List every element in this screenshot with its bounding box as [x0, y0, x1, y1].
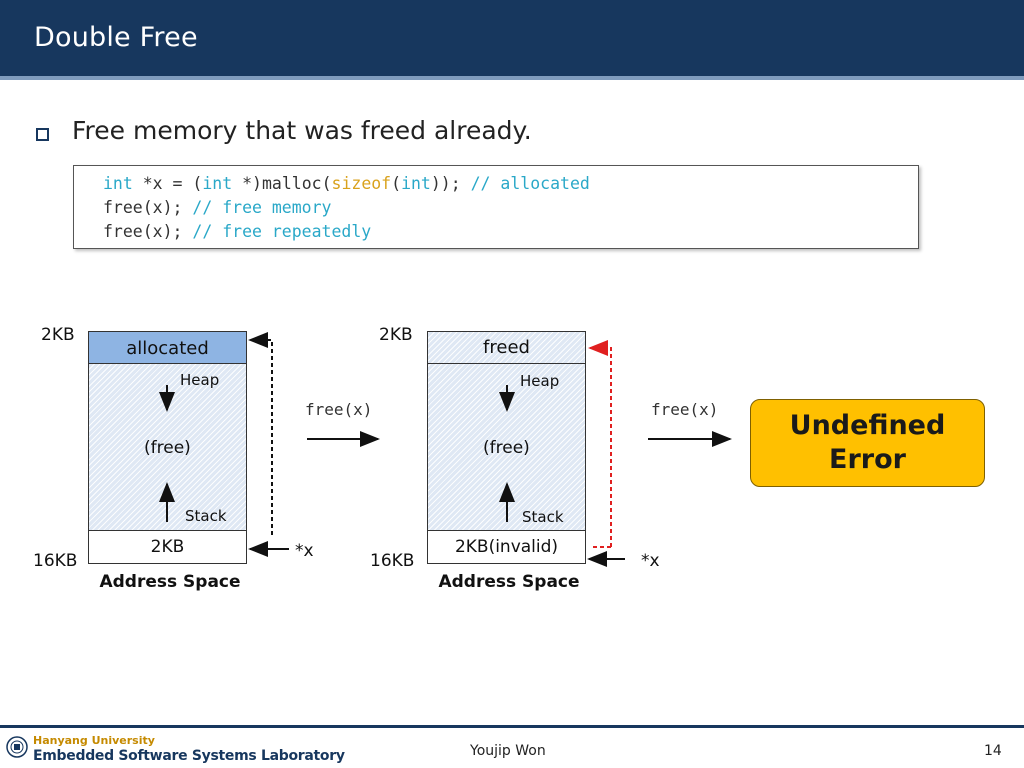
free-call-label-1: free(x) [305, 400, 373, 419]
error-line-2: Error [829, 444, 906, 475]
code-line-3: free(x); // free repeatedly [103, 222, 371, 241]
code-function: sizeof [331, 174, 392, 193]
code-keyword: int [103, 174, 133, 193]
error-line-1: Undefined [789, 410, 946, 441]
right-pointer-dashed-link [588, 340, 612, 547]
bullet-text: Free memory that was freed already. [72, 116, 532, 145]
code-line-1: int *x = (int *)malloc(sizeof(int)); // … [103, 174, 590, 193]
code-text: *)malloc( [232, 174, 332, 193]
slide-title: Double Free [34, 22, 198, 53]
footer-author: Youjip Won [470, 743, 546, 759]
code-text: )); [430, 174, 471, 193]
code-text: ( [391, 174, 402, 193]
left-address-space-caption: Address Space [99, 572, 241, 592]
footer-divider [0, 725, 1024, 728]
left-bottom-block: 2KB [88, 530, 247, 564]
right-heap-label: Heap [520, 372, 560, 390]
code-text: free(x); [103, 198, 193, 217]
code-keyword: int [401, 174, 431, 193]
code-comment: // free repeatedly [192, 222, 372, 241]
left-heap-label: Heap [180, 371, 220, 389]
code-block: int *x = (int *)malloc(sizeof(int)); // … [73, 165, 919, 249]
footer-lab-name: Embedded Software Systems Laboratory [33, 748, 345, 764]
page-number: 14 [984, 743, 1002, 759]
right-free-label: (free) [483, 438, 530, 458]
bullet-square-icon [36, 128, 49, 141]
right-stack-label: Stack [522, 508, 564, 526]
right-top-address: 2KB [379, 325, 413, 345]
right-bottom-address: 16KB [370, 551, 415, 571]
free-call-label-2: free(x) [651, 400, 719, 419]
code-text: free(x); [103, 222, 193, 241]
left-free-label: (free) [144, 438, 191, 458]
left-top-address: 2KB [41, 325, 75, 345]
code-line-2: free(x); // free memory [103, 198, 331, 217]
right-bottom-block: 2KB(invalid) [427, 530, 586, 564]
left-stack-label: Stack [185, 507, 227, 525]
left-bottom-address: 16KB [33, 551, 78, 571]
code-keyword: int [202, 174, 233, 193]
code-comment: // allocated [470, 174, 590, 193]
right-pointer-label: *x [641, 551, 660, 571]
slide-header [0, 0, 1024, 80]
undefined-error-box: Undefined Error [750, 399, 985, 487]
left-pointer-dashed-link [248, 332, 273, 535]
right-address-space-caption: Address Space [438, 572, 580, 592]
code-text: *x = ( [132, 174, 203, 193]
right-freed-block: freed [427, 331, 586, 364]
left-pointer-label: *x [295, 541, 314, 561]
university-logo-icon [6, 736, 28, 758]
left-allocated-block: allocated [88, 331, 247, 364]
footer-university: Hanyang University [33, 734, 155, 747]
code-comment: // free memory [192, 198, 332, 217]
